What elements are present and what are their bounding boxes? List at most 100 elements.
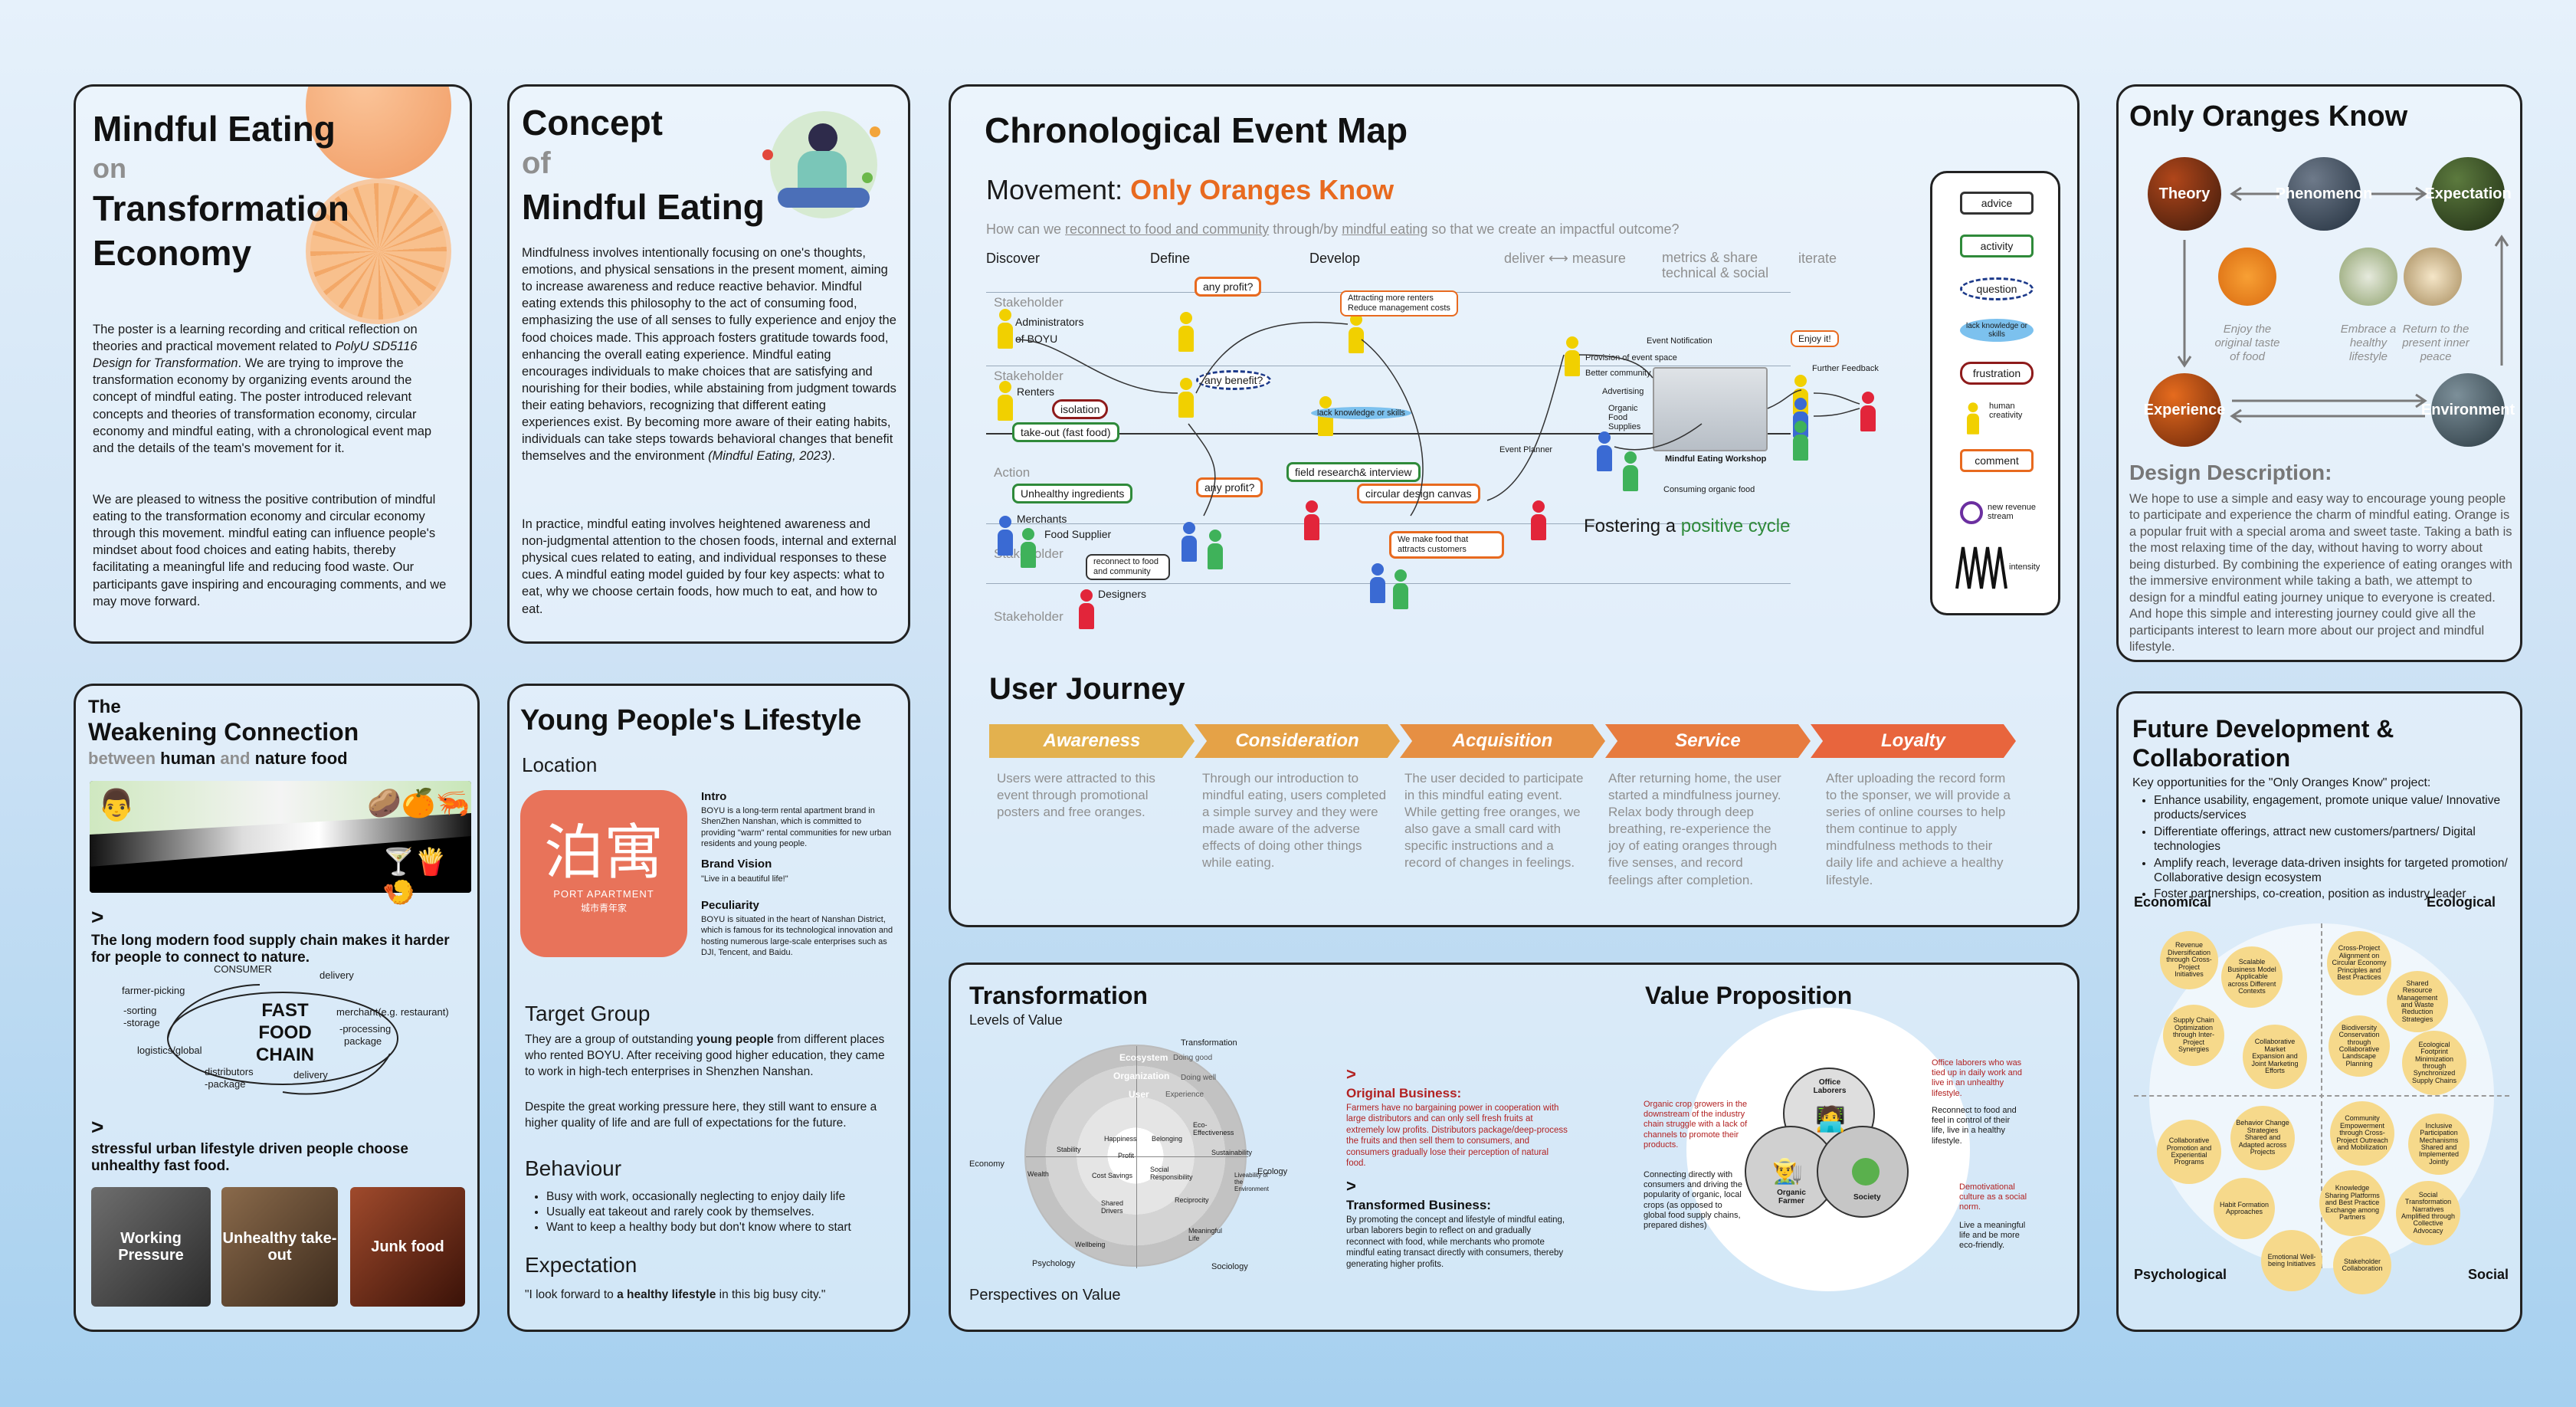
wheel-happiness: Happiness	[1104, 1135, 1137, 1143]
person-merchant	[1369, 563, 1386, 603]
label-food-supplier: Food Supplier	[1044, 528, 1112, 540]
intro-paragraph-2: We are pleased to witness the positive c…	[93, 493, 447, 608]
lifestyle-title: Young People's Lifestyle	[520, 704, 862, 736]
panel-only-oranges: Only Oranges Know Theory Phenomenon Expe…	[2116, 84, 2522, 662]
tag-field-research: field research& interview	[1286, 462, 1421, 482]
user-journey-title: User Journey	[989, 672, 1185, 706]
boyu-logo: 泊寓 PORT APARTMENT 城市青年家	[520, 790, 687, 957]
tag-advertising: Advertising	[1602, 387, 1644, 396]
chain-storage: -storage	[123, 1017, 160, 1028]
legend-activity: activity	[1960, 235, 2034, 257]
wheel-transformation: Transformation	[1181, 1038, 1237, 1048]
point-1: The long modern food supply chain makes …	[91, 933, 450, 966]
intro-text: BOYU is a long-term rental apartment bra…	[701, 806, 892, 848]
chain-processing: -processing	[339, 1023, 392, 1035]
label-office-laborers: Office Laborers	[1813, 1078, 1847, 1095]
wheel-eco-effectiveness: Eco-Effectiveness	[1193, 1121, 1234, 1136]
vp-right-problem: Office laborers who was tied up in daily…	[1932, 1058, 2023, 1098]
workshop-illustration	[1653, 367, 1768, 451]
quadrant-social: Social	[2468, 1267, 2509, 1282]
title-line-1: Concept	[522, 103, 663, 143]
person-renter	[997, 381, 1014, 421]
stage-text-awareness: Users were attracted to this event throu…	[997, 771, 1155, 820]
weakening-subtitle: between human and nature food	[88, 749, 348, 768]
panel-intro: Mindful Eating on Transformation Economy…	[74, 84, 472, 644]
lane-label: Stakeholder	[994, 295, 1064, 310]
weakening-title-2: Weakening Connection	[88, 718, 359, 746]
tag-isolation: isolation	[1052, 399, 1109, 419]
tag-enjoy: Enjoy it!	[1791, 330, 1839, 347]
user-journey-stages: Awareness Consideration Acquisition Serv…	[989, 724, 2016, 758]
tag-reconnect: reconnect to food and community	[1086, 554, 1170, 581]
wheel-sustainability: Sustainability	[1211, 1149, 1253, 1156]
stage-text-service: After returning home, the user started a…	[1608, 771, 1781, 887]
future-item: Enhance usability, engagement, promote u…	[2154, 793, 2512, 823]
legend-creativity: human creativity	[1989, 402, 2023, 420]
cycle-arrows	[2177, 186, 2509, 424]
transformed-business-heading: Transformed Business:	[1346, 1198, 1491, 1212]
person-supplier	[1020, 528, 1037, 568]
title-line-3: Transformation	[93, 189, 349, 228]
circle-theory: Theory	[2148, 157, 2221, 231]
point-marker-1: >	[91, 905, 104, 929]
future-item: Foster partnerships, co-creation, positi…	[2154, 887, 2512, 901]
lane-line	[986, 433, 1791, 435]
person-designer	[1530, 500, 1547, 540]
title-line-2: of	[522, 146, 551, 180]
legend-revenue-icon	[1960, 501, 1983, 524]
quadrant-psychological: Psychological	[2134, 1267, 2227, 1282]
vp-right-problem-2: Demotivational culture as a social norm.	[1959, 1182, 2027, 1212]
guiding-question: How can we reconnect to food and communi…	[986, 221, 1680, 237]
behaviour-heading: Behaviour	[525, 1156, 622, 1180]
wheel-wealth: Wealth	[1027, 1170, 1049, 1178]
supply-chain-loop	[167, 984, 398, 1095]
vp-left-solution: Connecting directly with consumers and d…	[1644, 1170, 1743, 1230]
caption-embrace: Embrace a healthy lifestyle	[2340, 323, 2397, 363]
future-list: Enhance usability, engagement, promote u…	[2137, 792, 2512, 904]
chain-consumer: CONSUMER	[214, 963, 272, 975]
person-supplier	[1207, 530, 1224, 569]
opportunity-circle: Shared Resource Management and Waste Red…	[2387, 971, 2448, 1032]
wheel-belonging: Belonging	[1152, 1135, 1183, 1143]
tag-make-food: We make food that attracts customers	[1389, 531, 1504, 559]
only-oranges-title: Only Oranges Know	[2129, 100, 2408, 133]
peculiarity-heading: Peculiarity	[701, 899, 759, 912]
tag-any-profit-2: any profit?	[1196, 477, 1263, 497]
future-title-2: Collaboration	[2132, 744, 2291, 772]
stage-text-loyalty: After uploading the record form to the s…	[1826, 771, 2011, 887]
tag-organic: Organic Food Supplies	[1608, 404, 1641, 431]
person-merchant	[1596, 431, 1613, 471]
wheel-doing-well: Doing well	[1181, 1074, 1217, 1082]
title-line-3: Mindful Eating	[522, 187, 765, 227]
title-line-4: Economy	[93, 233, 252, 273]
tag-any-profit: any profit?	[1195, 277, 1262, 297]
wheel-organization: Organization	[1113, 1071, 1170, 1081]
phase-define: Define	[1150, 251, 1191, 266]
tag-feedback: Further Feedback	[1812, 364, 1879, 373]
tag-unhealthy: Unhealthy ingredients	[1012, 484, 1133, 503]
farmer-icon: 👨‍🌾	[1772, 1157, 1803, 1185]
target-group-text-2: Despite the great working pressure here,…	[525, 1100, 877, 1130]
logo-sub: 城市青年家	[580, 903, 627, 913]
wheel-experience: Experience	[1165, 1091, 1204, 1099]
person-admin	[1178, 312, 1195, 352]
wheel-wellbeing: Wellbeing	[1075, 1241, 1106, 1248]
panel-future: Future Development & Collaboration Key o…	[2116, 691, 2522, 1332]
opportunity-circle: Emotional Well-being Initiatives	[2261, 1230, 2322, 1291]
photo-unhealthy-takeout: Unhealthy take-out	[221, 1187, 338, 1307]
stage-awareness: Awareness	[989, 724, 1195, 758]
photo-working-pressure: Working Pressure	[91, 1187, 211, 1307]
label-designers: Designers	[1098, 588, 1147, 600]
phase-iterate: iterate	[1798, 251, 1837, 266]
tag-event-planner: Event Planner	[1499, 445, 1553, 454]
peculiarity-text: BOYU is situated in the heart of Nanshan…	[701, 915, 893, 957]
stage-text-consideration: Through our introduction to mindful eati…	[1202, 771, 1387, 871]
future-item: Differentiate offerings, attract new cus…	[2154, 825, 2512, 854]
phase-discover: Discover	[986, 251, 1041, 266]
wheel-profit: Profit	[1118, 1152, 1135, 1159]
image-healthy-food	[2339, 248, 2397, 306]
point-marker-2: >	[91, 1115, 104, 1139]
circle-expectation: Expectation	[2424, 157, 2512, 231]
